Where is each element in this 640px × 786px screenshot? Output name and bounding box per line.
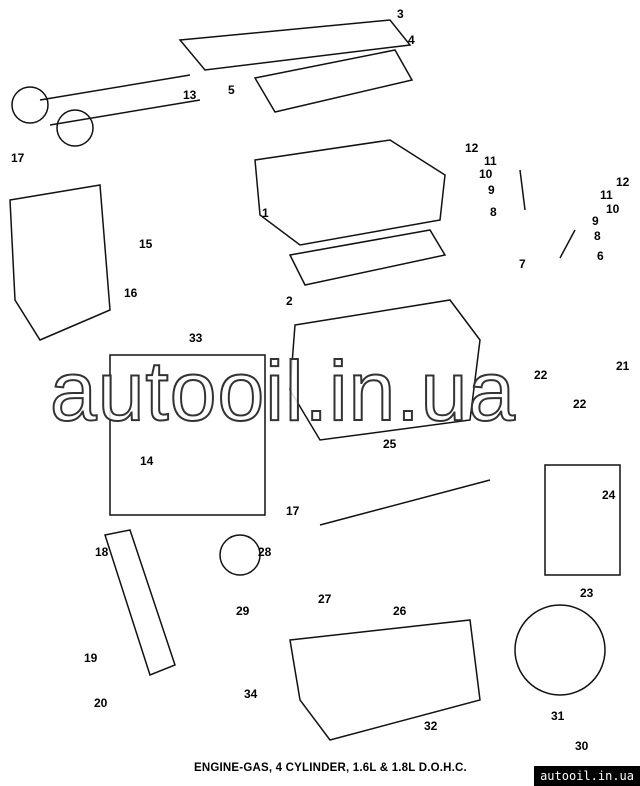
site-badge-link[interactable]: autooil.in.ua (534, 766, 640, 786)
callout: 10 (606, 202, 620, 216)
callout: 16 (124, 286, 138, 300)
timing-belt (104, 529, 176, 676)
callout: 32 (424, 719, 438, 733)
callout: 4 (408, 33, 415, 47)
callout: 29 (236, 604, 250, 618)
callout: 12 (616, 175, 630, 189)
timing-cover (9, 184, 111, 341)
valve-covers (178, 19, 414, 113)
callout: 5 (228, 83, 235, 97)
callout: 1 (262, 206, 269, 220)
callout: 19 (84, 651, 98, 665)
camshafts (11, 74, 201, 147)
callout: 11 (600, 188, 613, 202)
callout: 8 (594, 229, 601, 243)
callout: 13 (183, 88, 197, 102)
callout: 22 (573, 397, 587, 411)
callout: 9 (592, 214, 599, 228)
piston-box (544, 464, 621, 576)
callout: 27 (318, 592, 332, 606)
callout: 31 (551, 709, 565, 723)
callout: 33 (189, 331, 203, 345)
callout: 7 (519, 257, 526, 271)
flywheel (514, 604, 606, 696)
watermark: autooil.in.ua (49, 344, 517, 438)
head-gasket (288, 229, 447, 286)
cylinder-head (254, 139, 446, 246)
callout: 22 (534, 368, 548, 382)
callout: 30 (575, 739, 589, 753)
callout: 15 (139, 237, 153, 251)
diagram-title: ENGINE-GAS, 4 CYLINDER, 1.6L & 1.8L D.O.… (194, 762, 467, 774)
callout: 24 (602, 488, 616, 502)
oil-pan (289, 619, 481, 741)
callout: 25 (383, 437, 397, 451)
callout: 26 (393, 604, 407, 618)
callout: 23 (580, 586, 594, 600)
crankshaft (319, 479, 491, 526)
crank-pulley (219, 534, 261, 576)
callout: 28 (258, 545, 272, 559)
callout: 8 (490, 205, 497, 219)
callout: 9 (488, 183, 495, 197)
callout: 10 (479, 167, 493, 181)
callout: 20 (94, 696, 108, 710)
callout: 11 (484, 154, 497, 168)
callout: 2 (286, 294, 293, 308)
callout: 3 (397, 7, 404, 21)
callout: 17 (286, 504, 300, 518)
callout: 18 (95, 545, 109, 559)
callout: 14 (140, 454, 154, 468)
callout: 17 (11, 151, 25, 165)
valves (519, 169, 576, 259)
callout: 21 (616, 359, 630, 373)
engine-block (289, 299, 481, 441)
oil-pump-box (109, 354, 266, 516)
callout: 34 (244, 687, 258, 701)
callout: 6 (597, 249, 604, 263)
callout: 12 (465, 141, 479, 155)
